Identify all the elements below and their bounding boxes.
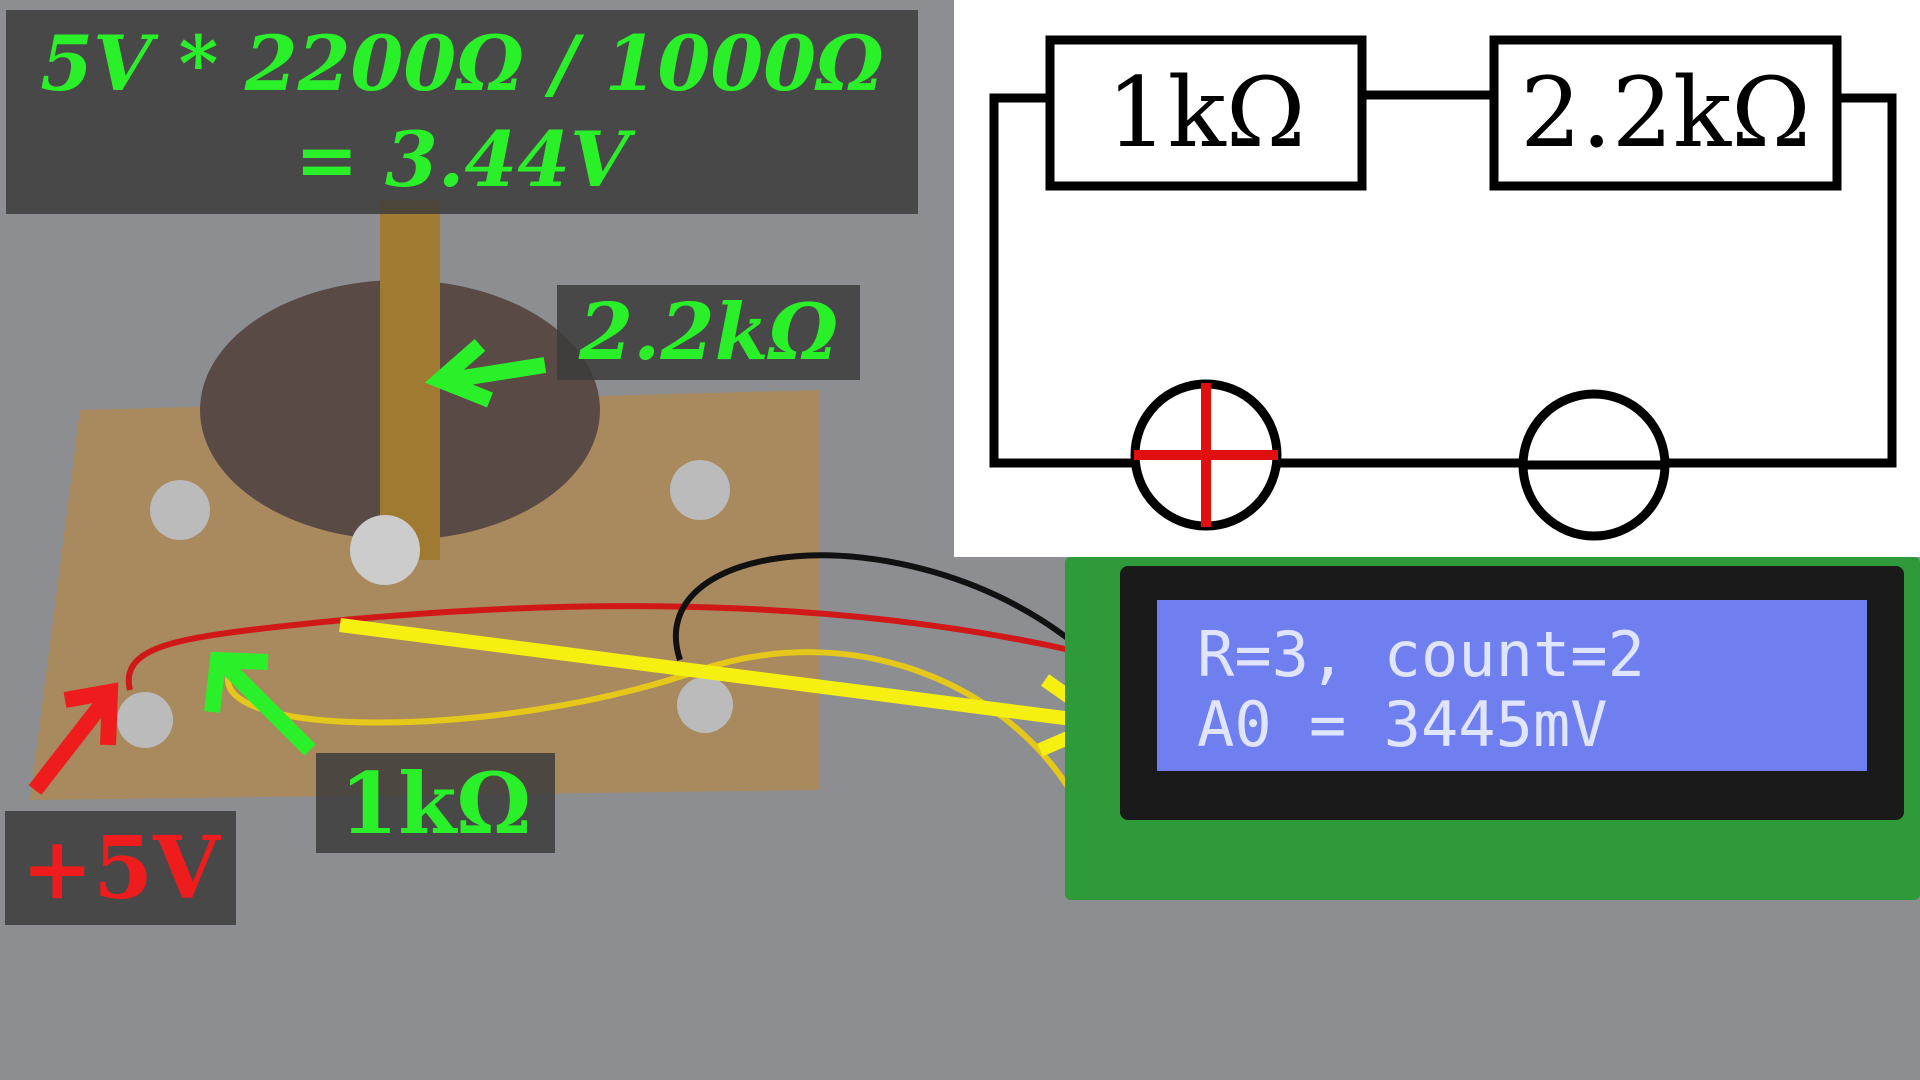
wooden-board	[30, 390, 820, 800]
resistor-2-label: 2.2kΩ	[1520, 57, 1811, 169]
label-2-2k: 2.2kΩ	[557, 285, 860, 380]
yellow-arrow	[339, 618, 1081, 727]
lcd-line-2: A0 = 3445mV	[1197, 688, 1608, 761]
resistor-1-label: 1kΩ	[1106, 57, 1306, 169]
label-5v: +5V	[5, 811, 236, 925]
red-arrow-5v	[28, 695, 112, 795]
red-wire	[125, 603, 1071, 691]
resistor-2-box	[1489, 35, 1842, 191]
resistor-1-box	[1045, 35, 1367, 191]
formula-label: 5V * 2200Ω / 1000Ω = 3.44V	[6, 10, 918, 214]
nut	[350, 515, 420, 585]
formula-line-1: 5V * 2200Ω / 1000Ω	[40, 19, 884, 108]
lcd-line-1: R=3, count=2	[1197, 618, 1645, 691]
label-1k: 1kΩ	[316, 753, 555, 853]
circuit-diagram: 1kΩ 2.2kΩ	[954, 0, 1920, 557]
green-arrow-2-2k	[448, 357, 547, 388]
formula-line-2: = 3.44V	[294, 115, 630, 204]
green-arrow-1k	[219, 659, 316, 756]
black-wire	[672, 552, 1072, 661]
wire-left	[989, 93, 1135, 468]
wire-right	[1665, 93, 1897, 468]
